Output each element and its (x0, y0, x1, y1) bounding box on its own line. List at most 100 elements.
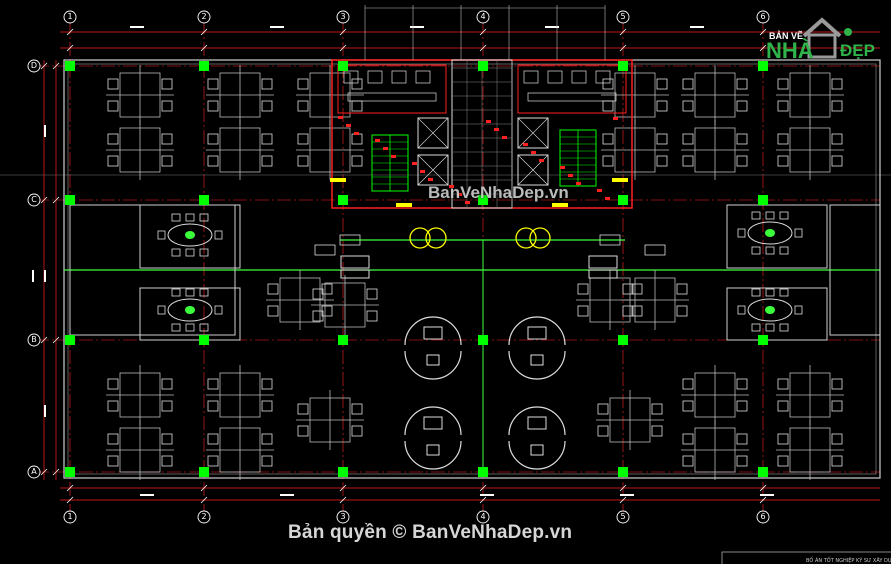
column-axis-bubble-top (336, 10, 350, 24)
dimension-text (690, 26, 704, 28)
office-chair (267, 305, 279, 317)
structural-column (618, 61, 628, 71)
core-detail (412, 162, 417, 165)
logo-small-text: BẢN VẼ (769, 31, 804, 41)
office-chair (366, 288, 378, 300)
column-axis-bubble-bottom (63, 510, 77, 524)
dimension-text (130, 26, 144, 28)
structural-column (758, 195, 768, 205)
column-axis-bubble-top-label: 1 (67, 12, 73, 21)
dimension-tick (40, 336, 48, 344)
reception-desk (314, 244, 336, 256)
column-axis-bubble-top-label: 5 (620, 12, 626, 21)
column-axis-bubble-top (197, 10, 211, 24)
row-axis-bubble-label: A (31, 467, 37, 476)
office-chair (736, 455, 748, 467)
column-axis-bubble-top-label: 6 (760, 12, 766, 21)
structural-column (199, 467, 209, 477)
meeting-chair (779, 288, 789, 297)
dimension-tick (759, 44, 767, 52)
executive-desk-arc (508, 406, 566, 436)
column-axis-bubble-bottom (616, 510, 630, 524)
core-detail (383, 147, 388, 150)
core-detail (428, 178, 433, 181)
lobby-sofa (588, 255, 618, 269)
core-detail (539, 159, 544, 162)
dimension-tick (339, 28, 347, 36)
guest-chair (530, 444, 544, 456)
reception-desk (339, 234, 361, 246)
toilet-stall (343, 70, 359, 84)
column-axis-bubble-top (63, 10, 77, 24)
grid-axis-bubbles (27, 10, 770, 524)
lobby-sofa (340, 269, 370, 279)
core-detail (613, 117, 618, 120)
core-detail (502, 136, 507, 139)
column-axis-bubble-bottom-label: 3 (340, 512, 346, 521)
column-axis-bubble-bottom (476, 510, 490, 524)
core-detail (346, 124, 351, 127)
office-chair (631, 283, 643, 295)
dimension-tick (759, 496, 767, 504)
meeting-chair (779, 211, 789, 220)
office-chair (631, 305, 643, 317)
core-door-mark (612, 178, 628, 182)
toilet-stall (391, 70, 407, 84)
core-detail (465, 201, 470, 204)
office-chair (261, 78, 273, 90)
dimension-text (545, 26, 559, 28)
table-center-mark (765, 306, 775, 314)
meeting-chair (765, 211, 775, 220)
dimension-text (32, 270, 34, 282)
dimension-tick (339, 44, 347, 52)
column-axis-bubble-bottom (756, 510, 770, 524)
dimension-lines (32, 26, 880, 504)
inner-wall-line (67, 63, 877, 475)
meeting-room-wall (726, 204, 828, 269)
office-chair (777, 400, 789, 412)
office-chair (261, 455, 273, 467)
dimension-tick (200, 484, 208, 492)
elevator-shaft (417, 117, 449, 149)
meeting-chair (751, 323, 761, 332)
meeting-chair (171, 288, 181, 297)
office-chair (207, 78, 219, 90)
dimension-text (620, 494, 634, 496)
meeting-chair (157, 230, 166, 240)
meeting-chair (185, 248, 195, 257)
meeting-room-wall (829, 204, 881, 336)
executive-desk-arc (404, 406, 462, 436)
dimension-tick (479, 28, 487, 36)
toilet-stall (415, 70, 431, 84)
elevator-cross (417, 117, 449, 149)
structural-column (338, 467, 348, 477)
meeting-table (747, 221, 793, 245)
column-axis-bubble-top-label: 4 (480, 12, 486, 21)
dimension-tick (52, 196, 60, 204)
office-chair (651, 425, 663, 437)
meeting-chair (214, 230, 223, 240)
office-chair (602, 78, 614, 90)
elevator-shaft (517, 154, 549, 186)
office-chair (831, 100, 843, 112)
executive-desk-arc (508, 350, 566, 380)
office-chair (777, 133, 789, 145)
meeting-table (167, 223, 213, 247)
column-axis-bubble-top-label: 3 (340, 12, 346, 21)
executive-desk-arc (508, 316, 566, 346)
core-detail (531, 151, 536, 154)
structural-column (618, 195, 628, 205)
office-chair (261, 100, 273, 112)
toilet-stall (595, 70, 611, 84)
meeting-chair (751, 246, 761, 255)
table-center-mark (185, 231, 195, 239)
office-chair (736, 100, 748, 112)
meeting-chair (157, 305, 166, 315)
dimension-text (280, 494, 294, 496)
sink-counter (347, 92, 437, 102)
sink-counter (527, 92, 617, 102)
executive-desk-arc (404, 350, 462, 380)
structural-column (758, 335, 768, 345)
core-door-mark (330, 178, 346, 182)
